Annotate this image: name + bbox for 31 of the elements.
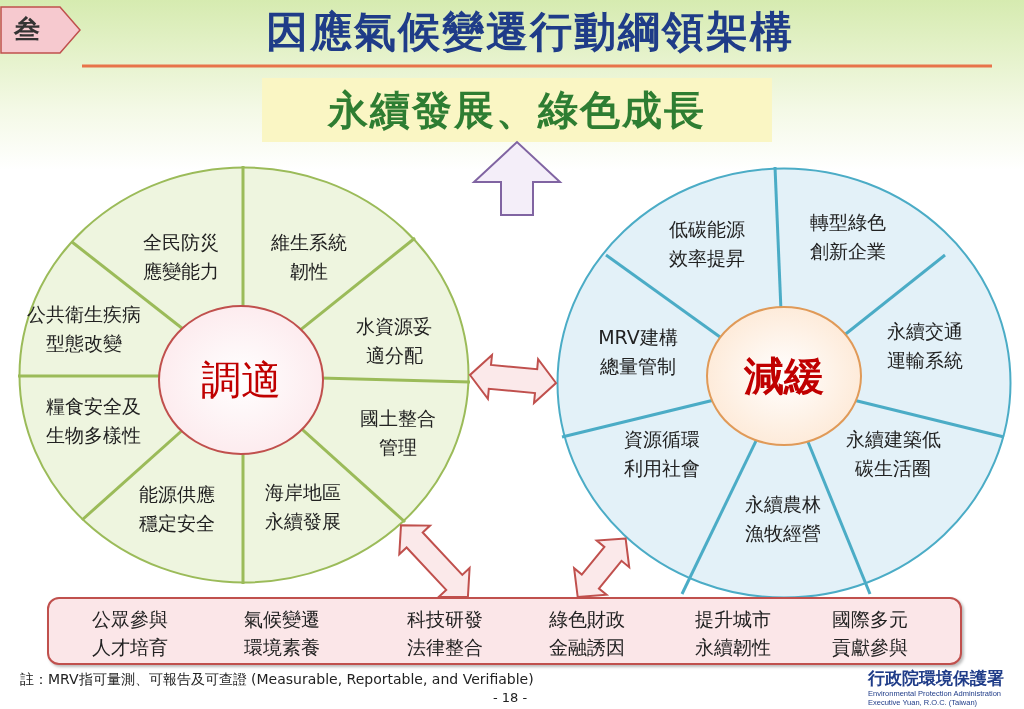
segment-label: 海岸地區永續發展 [262, 478, 344, 535]
action-label: 提升城市永續韌性 [694, 607, 772, 660]
action-band [47, 597, 962, 665]
agency-name: 行政院環境保護署 [868, 667, 1004, 690]
segmented-wheel [556, 167, 1012, 599]
page-number: - 18 - [493, 690, 528, 705]
section-badge: 叁 [0, 6, 82, 54]
segmented-wheel [18, 166, 470, 584]
block-arrow [398, 524, 471, 598]
segment-label: 永續交通運輸系統 [884, 317, 966, 374]
segment-label: 資源循環利用社會 [621, 425, 703, 482]
action-label: 公眾參與人才培育 [91, 607, 169, 660]
block-arrow [471, 140, 563, 216]
block-arrow [468, 352, 558, 406]
segment-label: 轉型綠色創新企業 [807, 208, 889, 265]
goal-banner: 永續發展、綠色成長 [262, 78, 772, 142]
title: 因應氣候變遷行動綱領架構 [265, 6, 795, 58]
segment-label: 維生系統韌性 [268, 228, 350, 285]
action-label: 國際多元貢獻參與 [831, 607, 909, 660]
segment-label: 國土整合管理 [356, 404, 440, 461]
segment-label: 永續農林漁牧經營 [742, 490, 824, 547]
action-label: 氣候變遷環境素養 [243, 607, 321, 660]
segment-label: 糧食安全及生物多樣性 [42, 392, 144, 449]
action-label: 綠色財政金融誘因 [548, 607, 626, 660]
segment-label: MRV建構總量管制 [592, 323, 684, 380]
segment-label: 水資源妥適分配 [352, 312, 436, 369]
block-arrow [572, 537, 631, 599]
segment-label: 能源供應穩定安全 [136, 480, 218, 537]
action-label: 科技研發法律整合 [406, 607, 484, 660]
segment-label: 低碳能源效率提昇 [666, 215, 748, 272]
segment-label: 全民防災應變能力 [140, 228, 222, 285]
